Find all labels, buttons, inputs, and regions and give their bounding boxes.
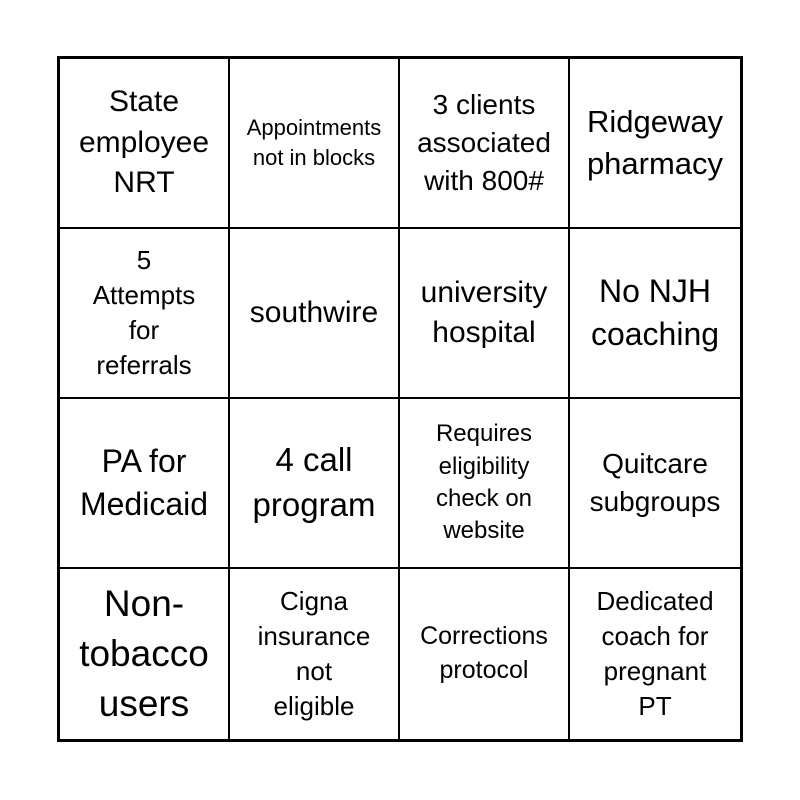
- bingo-cell-r1c4[interactable]: Ridgeway pharmacy: [570, 59, 740, 229]
- bingo-cell-r2c1[interactable]: 5 Attempts for referrals: [60, 229, 230, 399]
- bingo-cell-r3c4[interactable]: Quitcare subgroups: [570, 399, 740, 569]
- bingo-cell-r4c3[interactable]: Corrections protocol: [400, 569, 570, 739]
- bingo-cell-r3c1[interactable]: PA for Medicaid: [60, 399, 230, 569]
- bingo-cell-r4c2[interactable]: Cigna insurance not eligible: [230, 569, 400, 739]
- bingo-cell-r2c4[interactable]: No NJH coaching: [570, 229, 740, 399]
- bingo-cell-r2c3[interactable]: university hospital: [400, 229, 570, 399]
- bingo-cell-r4c4[interactable]: Dedicated coach for pregnant PT: [570, 569, 740, 739]
- bingo-cell-r1c2[interactable]: Appointments not in blocks: [230, 59, 400, 229]
- bingo-cell-r1c3[interactable]: 3 clients associated with 800#: [400, 59, 570, 229]
- bingo-card: State employee NRT Appointments not in b…: [57, 56, 743, 742]
- bingo-cell-r3c3[interactable]: Requires eligibility check on website: [400, 399, 570, 569]
- bingo-cell-r1c1[interactable]: State employee NRT: [60, 59, 230, 229]
- bingo-cell-r3c2[interactable]: 4 call program: [230, 399, 400, 569]
- bingo-cell-r2c2[interactable]: southwire: [230, 229, 400, 399]
- bingo-cell-r4c1[interactable]: Non- tobacco users: [60, 569, 230, 739]
